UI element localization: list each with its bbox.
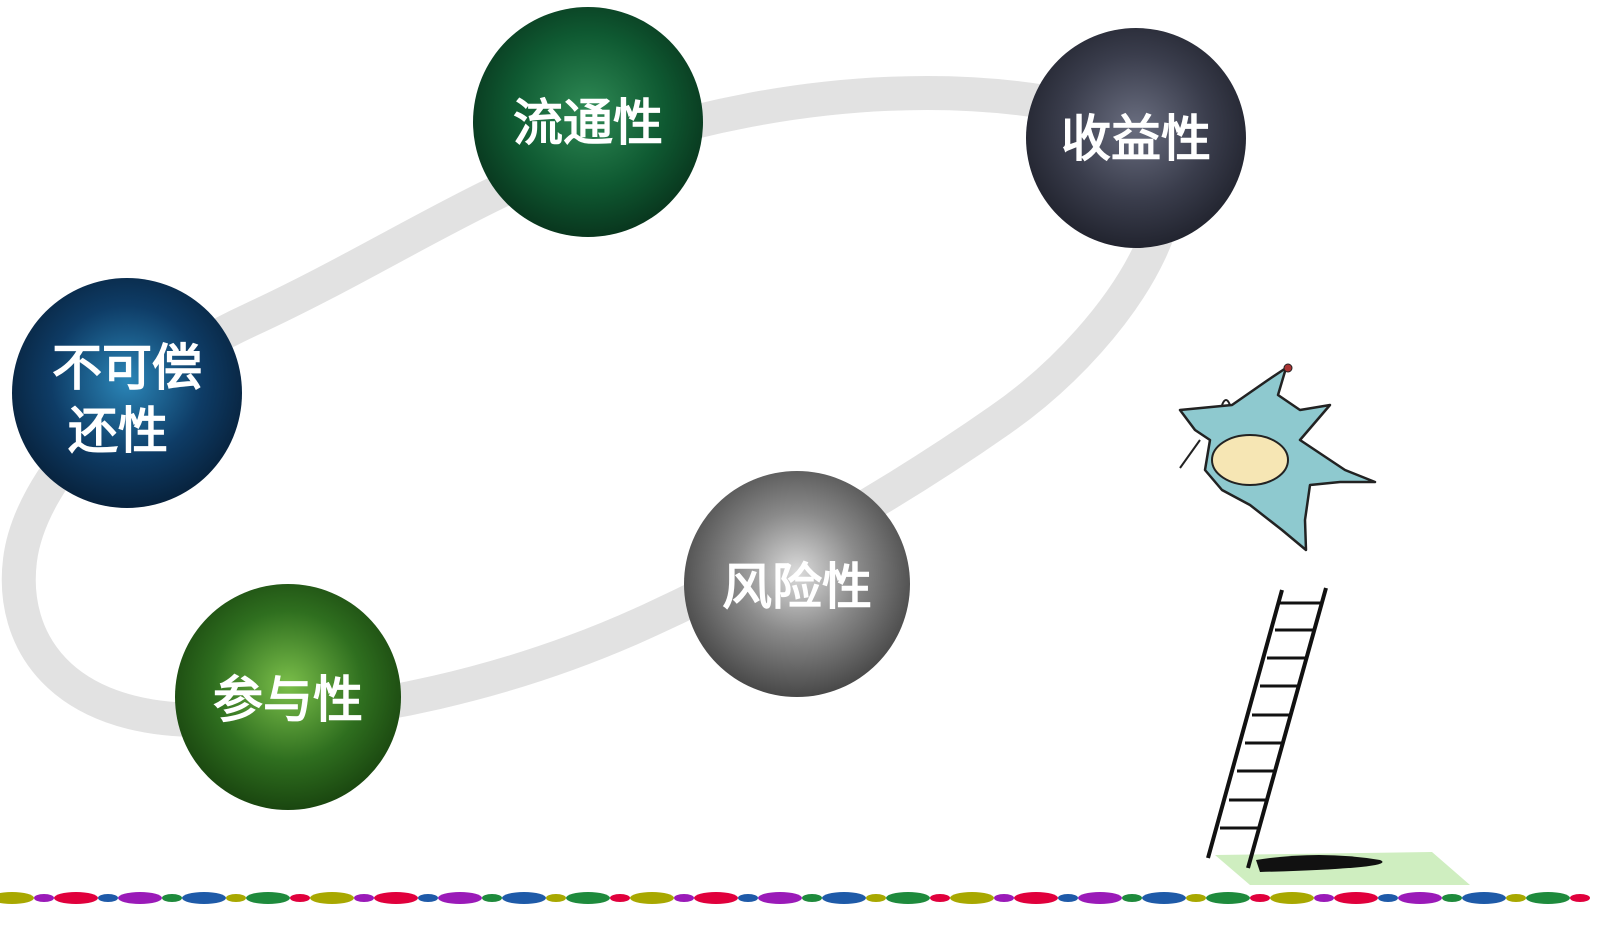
node-liquidity-label: 流通性 <box>513 94 663 152</box>
border-dot <box>1122 894 1142 902</box>
border-dot <box>246 892 290 904</box>
border-dot <box>1378 894 1398 902</box>
border-dot <box>1314 894 1334 902</box>
border-dot <box>566 892 610 904</box>
border-dot <box>694 892 738 904</box>
border-dot <box>674 894 694 902</box>
border-dot <box>738 894 758 902</box>
node-liquidity-circle <box>473 7 703 237</box>
border-dot <box>1570 894 1590 902</box>
border-dot <box>950 892 994 904</box>
border-dot <box>1334 892 1378 904</box>
border-dot <box>374 892 418 904</box>
node-participation-circle <box>175 584 401 810</box>
node-risk: 风险性 <box>684 471 910 697</box>
border-dot <box>98 894 118 902</box>
decorative-dotted-border <box>0 892 1590 904</box>
node-risk-circle <box>684 471 910 697</box>
border-dot <box>1250 894 1270 902</box>
border-dot <box>1398 892 1442 904</box>
border-dot <box>1506 894 1526 902</box>
border-dot <box>482 894 502 902</box>
border-dot <box>546 894 566 902</box>
border-dot <box>418 894 438 902</box>
border-dot <box>610 894 630 902</box>
flying-figure-illustration <box>1178 363 1377 552</box>
border-dot <box>1142 892 1186 904</box>
border-dot <box>354 894 374 902</box>
border-dot <box>54 892 98 904</box>
node-non-redeemable-circle <box>12 278 242 508</box>
border-dot <box>822 892 866 904</box>
border-dot <box>1014 892 1058 904</box>
node-non-redeemable-label-line2: 还性 <box>68 402 168 460</box>
border-dot <box>994 894 1014 902</box>
border-dot <box>34 894 54 902</box>
node-non-redeemable-label-line1: 不可偿 <box>52 339 202 397</box>
border-dot <box>802 894 822 902</box>
border-dot <box>630 892 674 904</box>
ladder-illustration <box>1206 587 1470 885</box>
border-dot <box>438 892 482 904</box>
border-dot <box>1526 892 1570 904</box>
border-dot <box>290 894 310 902</box>
border-dot <box>118 892 162 904</box>
border-dot <box>226 894 246 902</box>
node-participation-label: 参与性 <box>213 671 363 729</box>
border-dot <box>1270 892 1314 904</box>
border-dot <box>1078 892 1122 904</box>
border-dot <box>182 892 226 904</box>
border-dot <box>1058 894 1078 902</box>
node-participation: 参与性 <box>175 584 401 810</box>
border-dot <box>1186 894 1206 902</box>
border-dot <box>162 894 182 902</box>
border-dot <box>1442 894 1462 902</box>
node-return: 收益性 <box>1026 28 1246 248</box>
border-dot <box>758 892 802 904</box>
border-dot <box>0 892 34 904</box>
border-dot <box>866 894 886 902</box>
border-dot <box>310 892 354 904</box>
node-non-redeemable: 不可偿 还性 <box>12 278 242 508</box>
border-dot <box>1206 892 1250 904</box>
border-dot <box>502 892 546 904</box>
node-liquidity: 流通性 <box>473 7 703 237</box>
border-dot <box>886 892 930 904</box>
border-dot <box>1462 892 1506 904</box>
node-return-label: 收益性 <box>1061 110 1211 168</box>
node-return-circle <box>1026 28 1246 248</box>
border-dot <box>930 894 950 902</box>
node-risk-label: 风险性 <box>722 558 872 616</box>
